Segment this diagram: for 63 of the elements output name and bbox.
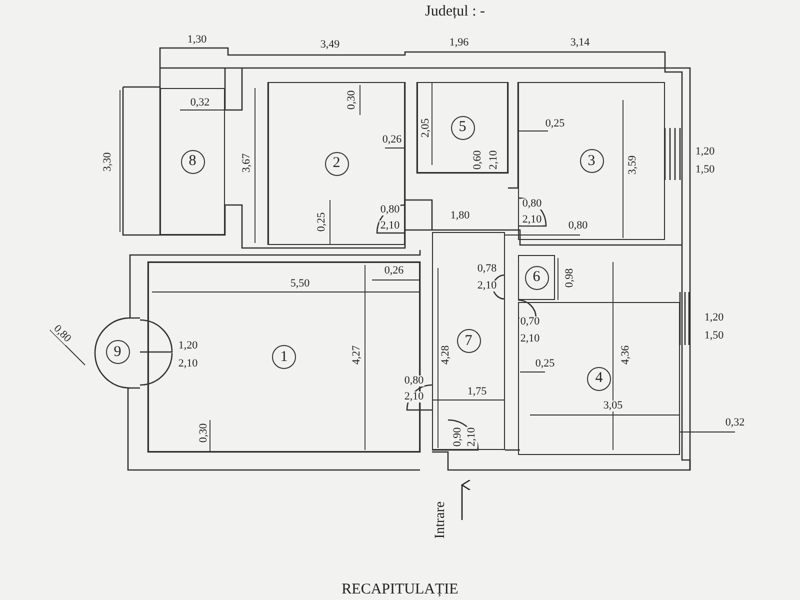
dimension-label: 0,26 — [383, 266, 405, 276]
room-number: 9 — [106, 340, 130, 364]
dimension-label: 5,50 — [289, 278, 311, 290]
dimension-label: 1,20 — [177, 340, 199, 352]
dimension-label: 0,98 — [564, 267, 576, 289]
dimension-label: 0,80 — [567, 220, 589, 232]
dimension-label: 2,10 — [177, 358, 199, 370]
dimension-label: 0,26 — [381, 134, 403, 146]
dimension-label: 0,78 — [476, 264, 498, 274]
room-area — [268, 82, 405, 245]
dimension-label: 3,67 — [242, 152, 252, 174]
dimension-label: 0,32 — [189, 98, 211, 108]
dimension-label: 2,10 — [379, 220, 401, 232]
dimension-label: 0,30 — [198, 422, 210, 444]
dimension-label: 0,80 — [521, 198, 543, 210]
dimension-label: 1,20 — [694, 146, 716, 158]
dimension-label: 3,05 — [602, 400, 624, 412]
dimension-label: 2,10 — [488, 149, 500, 171]
dimension-label: 3,14 — [569, 38, 591, 48]
dimension-label: 1,50 — [703, 330, 725, 342]
room-number: 8 — [180, 150, 204, 174]
dimension-label: 3,59 — [628, 154, 638, 176]
dimension-label: 0,32 — [724, 418, 746, 428]
dimension-label: 0,80 — [379, 204, 401, 216]
dimension-label: 2,10 — [521, 214, 543, 226]
dimension-label: 1,30 — [186, 34, 208, 46]
room-area — [518, 82, 665, 240]
dimension-label: 1,75 — [466, 386, 488, 398]
dimension-label: 2,05 — [420, 117, 432, 139]
dimension-label: 0,70 — [519, 316, 541, 328]
dimension-label: 2,10 — [519, 334, 541, 344]
room-number: 7 — [456, 329, 480, 353]
dimension-label: 3,30 — [102, 151, 114, 173]
dimension-label: 4,27 — [352, 344, 362, 366]
room-area — [518, 302, 680, 455]
heading-text: RECAPITULAȚIE — [340, 582, 460, 598]
heading-text: Județul : - — [424, 4, 486, 20]
dimension-label: 4,36 — [620, 344, 632, 366]
dimension-label: 3,49 — [319, 40, 341, 50]
dimension-label: 0,60 — [472, 149, 484, 171]
room-number: 6 — [524, 266, 548, 290]
dimension-label: 0,80 — [50, 322, 74, 346]
dimension-label: 1,20 — [703, 312, 725, 324]
room-number: 4 — [587, 366, 611, 390]
dimension-label: 2,10 — [466, 426, 478, 448]
dimension-label: 1,50 — [694, 164, 716, 176]
dimension-label: 0,25 — [534, 358, 556, 370]
dimension-label: 0,25 — [544, 118, 566, 130]
room-number: 2 — [324, 152, 348, 176]
dimension-label: 4,28 — [440, 344, 452, 366]
dimension-label: 0,30 — [346, 89, 358, 111]
room-area — [518, 255, 555, 300]
room-number: 3 — [580, 149, 604, 173]
dimension-label: 0,90 — [452, 426, 464, 448]
room-area — [432, 232, 505, 450]
dimension-label: 1,80 — [449, 210, 471, 222]
dimension-label: 0,80 — [403, 376, 425, 386]
dimension-label: 2,10 — [403, 392, 425, 402]
room-number: 5 — [450, 116, 474, 140]
dimension-label: 0,25 — [316, 211, 328, 233]
dimension-label: 1,96 — [448, 38, 470, 48]
dimension-label: 2,10 — [476, 280, 498, 292]
room-number: 1 — [272, 345, 296, 369]
